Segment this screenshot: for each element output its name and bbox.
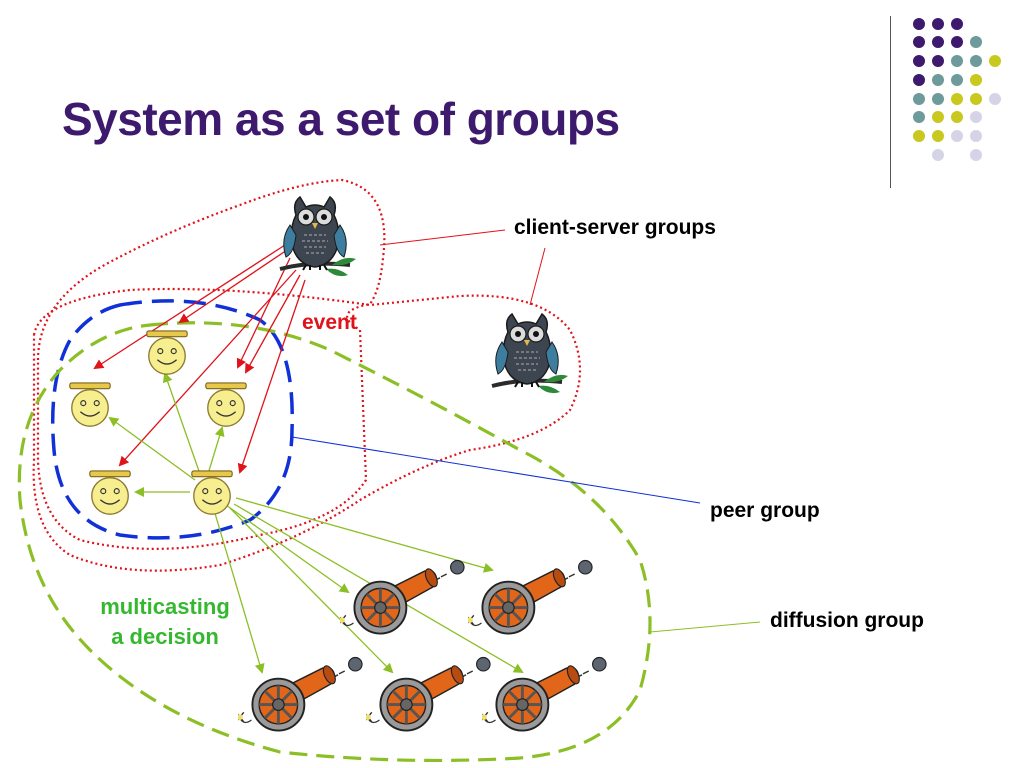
multicasting-label-line1: multicasting (100, 594, 230, 619)
smiley-face-icon (205, 382, 247, 427)
event-arrow (236, 257, 291, 369)
event-arrow (178, 249, 288, 324)
smiley-face-icon (146, 330, 188, 375)
cannon-icon (238, 656, 363, 733)
client-server-leader-line-1 (379, 229, 506, 246)
event-arrow (118, 269, 297, 467)
multicast-arrow (213, 509, 265, 674)
owl-icon (278, 195, 358, 279)
event-arrow (93, 244, 286, 370)
peer-group-leader-line (291, 436, 701, 504)
multicast-arrow (225, 504, 350, 594)
multicast-arrow (108, 416, 196, 481)
cannon-icon (468, 559, 593, 636)
client-server-groups-label: client-server groups (514, 216, 716, 239)
decorative-dot-grid (913, 18, 1001, 161)
multicast-arrow (207, 426, 225, 475)
smiley-face-icon (191, 470, 233, 515)
event-label: event (302, 311, 357, 334)
event-arrow (237, 279, 306, 474)
owl-icon (490, 312, 570, 396)
smiley-face-icon (69, 382, 111, 427)
diffusion-group-boundary (17, 321, 652, 763)
multicast-arrow (235, 497, 494, 573)
client-server-group-boundary-2 (32, 287, 582, 572)
diffusion-group-leader-line (649, 621, 761, 633)
client-server-leader-line-2 (529, 247, 546, 306)
multicasting-decision-label: multicasting a decision (94, 592, 236, 652)
client-server-group-boundary-1 (36, 178, 386, 550)
event-arrow (245, 274, 301, 374)
multicast-arrows (108, 372, 524, 674)
multicast-arrow (229, 507, 394, 674)
decorative-divider-line (890, 16, 891, 188)
cannon-icon (340, 559, 465, 636)
cannon-icon (366, 656, 491, 733)
multicasting-label-line2: a decision (111, 624, 219, 649)
diffusion-group-label: diffusion group (770, 609, 924, 632)
smiley-face-icon (89, 470, 131, 515)
multicast-arrow (162, 372, 201, 475)
peer-group-label: peer group (710, 499, 820, 522)
slide-title: System as a set of groups (62, 93, 620, 145)
event-arrows (93, 244, 306, 474)
cannon-icon (482, 656, 607, 733)
